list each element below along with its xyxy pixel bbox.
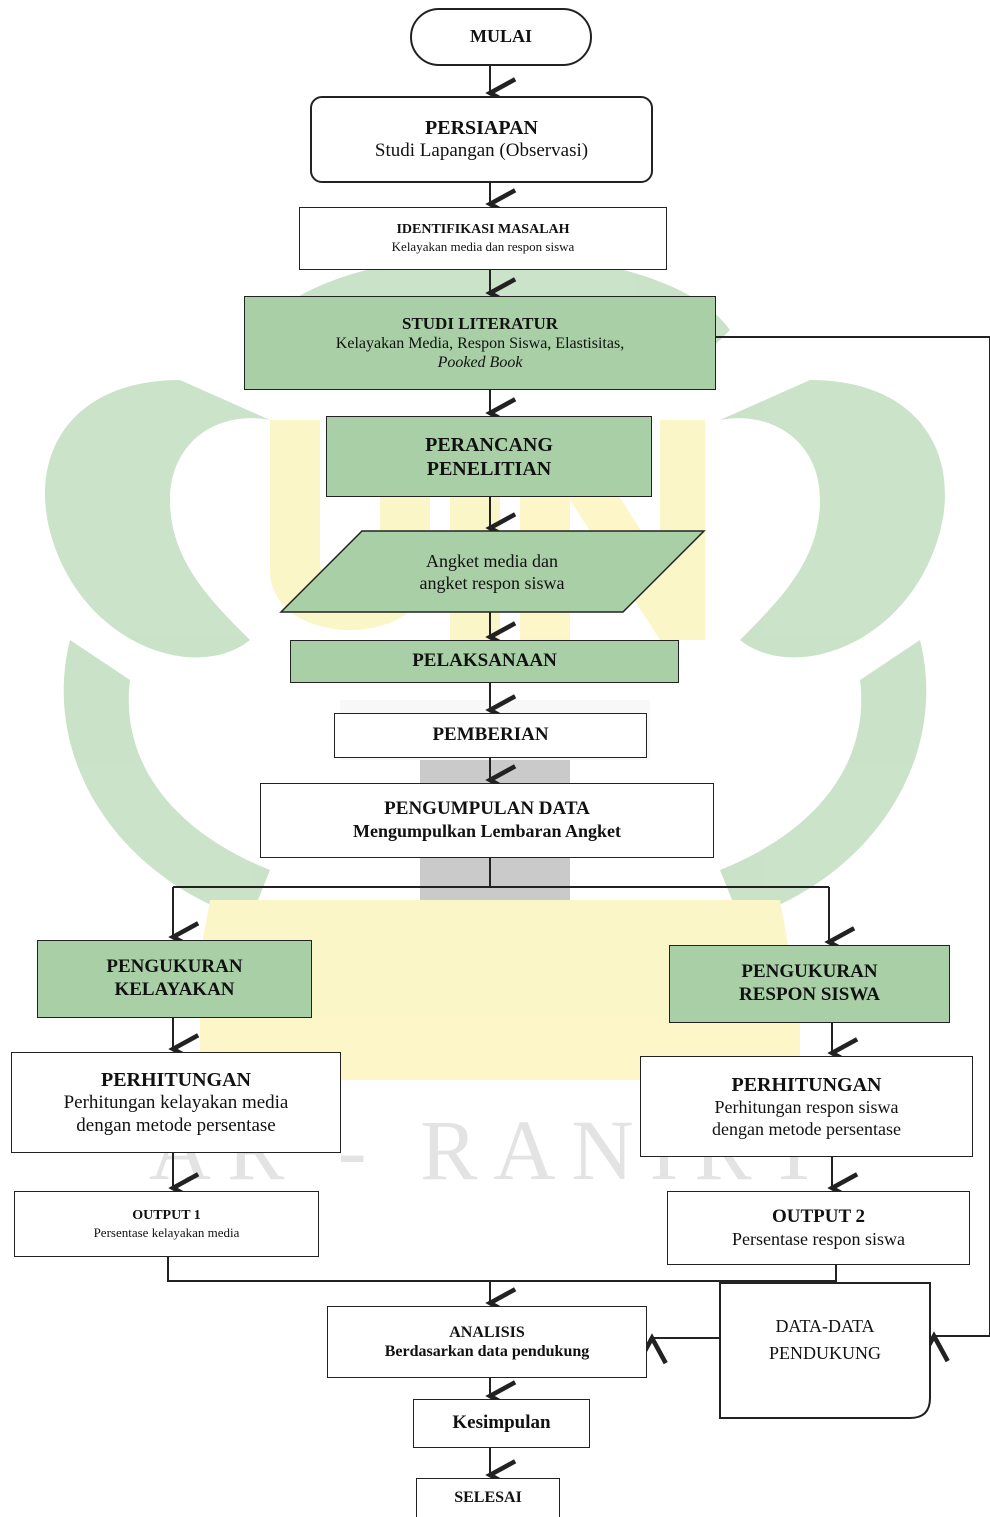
identifikasi-subtitle: Kelayakan media dan respon siswa <box>391 239 575 255</box>
pemberian-box: PEMBERIAN <box>334 713 647 758</box>
ukur-kelayakan-line1: PENGUKURAN <box>106 956 243 978</box>
pengumpulan-box: PENGUMPULAN DATA Mengumpulkan Lembaran A… <box>260 783 714 858</box>
hitung-respon-title: PERHITUNGAN <box>731 1073 882 1096</box>
output1-subtitle: Persentase kelayakan media <box>93 1224 240 1240</box>
data-pendukung-line1: DATA-DATA <box>775 1316 875 1336</box>
watermark-lower-wing-left <box>63 640 270 920</box>
ukur-kelayakan-line2: KELAYAKAN <box>114 979 235 1000</box>
output1-title: OUTPUT 1 <box>132 1207 201 1223</box>
start-label: MULAI <box>470 26 532 47</box>
watermark-right-wing <box>720 380 945 658</box>
pemberian-label: PEMBERIAN <box>432 724 549 746</box>
perancang-box: PERANCANG PENELITIAN <box>326 416 652 497</box>
output2-box: OUTPUT 2 Persentase respon siswa <box>667 1191 970 1265</box>
persiapan-subtitle: Studi Lapangan (Observasi) <box>374 140 589 162</box>
persiapan-title: PERSIAPAN <box>425 117 538 140</box>
angket-line2: angket respon siswa <box>419 573 565 593</box>
kesimpulan-box: Kesimpulan <box>413 1399 590 1448</box>
angket-io: Angket media dan angket respon siswa <box>362 538 622 608</box>
pengumpulan-title: PENGUMPULAN DATA <box>384 798 590 820</box>
literatur-subtitle-italic: Pooked Book <box>437 354 523 372</box>
angket-line1: Angket media dan <box>426 551 558 572</box>
ukur-respon-line1: PENGUKURAN <box>741 961 878 983</box>
ukur-kelayakan-box: PENGUKURAN KELAYAKAN <box>37 940 312 1018</box>
hitung-respon-line1: Perhitungan respon siswa <box>714 1096 899 1117</box>
merge-output1 <box>167 1257 837 1282</box>
watermark-left-wing <box>45 380 270 658</box>
perancang-line2: PENELITIAN <box>426 457 552 480</box>
arrow-literatur-data-pendukung <box>716 336 990 1336</box>
output1-box: OUTPUT 1 Persentase kelayakan media <box>14 1191 319 1257</box>
pengumpulan-subtitle: Mengumpulkan Lembaran Angket <box>352 821 622 842</box>
pelaksanaan-label: PELAKSANAAN <box>412 650 557 672</box>
watermark-lower-wing-right <box>720 640 927 920</box>
watermark-ribbon <box>190 900 800 1010</box>
perancang-line1: PERANCANG <box>425 433 553 456</box>
start-node: MULAI <box>410 8 592 66</box>
hitung-kelayakan-line2: dengan metode persentase <box>76 1114 276 1136</box>
output2-title: OUTPUT 2 <box>771 1205 866 1227</box>
persiapan-box: PERSIAPAN Studi Lapangan (Observasi) <box>310 96 653 183</box>
data-pendukung-shape <box>719 1282 931 1419</box>
data-pendukung-label: DATA-DATA PENDUKUNG <box>722 1300 928 1380</box>
data-pendukung-line2: PENDUKUNG <box>769 1343 881 1363</box>
kesimpulan-label: Kesimpulan <box>452 1412 551 1434</box>
identifikasi-box: IDENTIFIKASI MASALAH Kelayakan media dan… <box>299 207 667 270</box>
hitung-kelayakan-box: PERHITUNGAN Perhitungan kelayakan media … <box>11 1052 341 1153</box>
analisis-subtitle: Berdasarkan data pendukung <box>384 1343 590 1360</box>
output2-subtitle: Persentase respon siswa <box>732 1228 905 1249</box>
ukur-respon-line2: RESPON SISWA <box>739 984 880 1005</box>
literatur-box: STUDI LITERATUR Kelayakan Media, Respon … <box>244 296 716 390</box>
analisis-title: ANALISIS <box>449 1323 525 1341</box>
analisis-box: ANALISIS Berdasarkan data pendukung <box>327 1306 647 1378</box>
identifikasi-title: IDENTIFIKASI MASALAH <box>396 222 570 238</box>
angket-parallelogram <box>279 530 706 613</box>
pelaksanaan-box: PELAKSANAAN <box>290 640 679 683</box>
hitung-kelayakan-title: PERHITUNGAN <box>100 1068 251 1091</box>
hitung-kelayakan-line1: Perhitungan kelayakan media <box>63 1091 289 1113</box>
literatur-subtitle: Kelayakan Media, Respon Siswa, Elastisit… <box>335 335 625 352</box>
hitung-respon-line2: dengan metode persentase <box>712 1118 901 1139</box>
hitung-respon-box: PERHITUNGAN Perhitungan respon siswa den… <box>640 1056 973 1157</box>
selesai-box: SELESAI <box>416 1478 560 1517</box>
ukur-respon-box: PENGUKURAN RESPON SISWA <box>669 945 950 1023</box>
selesai-label: SELESAI <box>454 1489 522 1507</box>
literatur-title: STUDI LITERATUR <box>401 313 559 333</box>
